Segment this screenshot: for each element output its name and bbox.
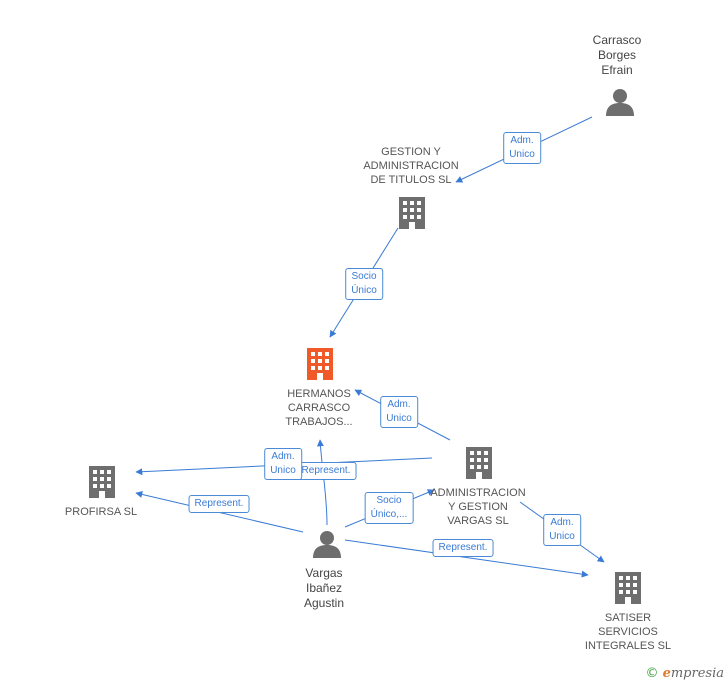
- node-label-hermanos[interactable]: HERMANOS CARRASCO TRABAJOS...: [285, 388, 353, 428]
- node-label-satiser[interactable]: SATISER SERVICIOS INTEGRALES SL: [584, 612, 672, 652]
- node-label-admin-vargas[interactable]: ADMINISTRACION Y GESTION VARGAS SL: [430, 487, 526, 527]
- edge-label-socio-unico: Socio Único: [345, 268, 383, 300]
- edge-label-represent: Represent.: [432, 539, 494, 557]
- copyright-icon: ©: [645, 666, 659, 681]
- building-icon[interactable]: [466, 447, 492, 479]
- edge-label-adm-unico: Adm. Unico: [503, 132, 541, 164]
- edge-label-socio-unico: Socio Único,...: [364, 492, 414, 524]
- building-icon[interactable]: [89, 466, 115, 498]
- brand-initial: e: [662, 666, 671, 681]
- person-icon[interactable]: [606, 89, 634, 116]
- edge-label-adm-unico: Adm. Unico: [543, 514, 581, 546]
- edge-vargas-to-hermanos: [316, 439, 328, 526]
- node-label-vargas[interactable]: Vargas Ibañez Agustin: [303, 566, 345, 610]
- edge-label-represent: Represent.: [188, 495, 250, 513]
- edge-label-represent: Represent.: [295, 462, 357, 480]
- edge-label-adm-unico: Adm. Unico: [264, 448, 302, 480]
- brand-name: mpresia: [670, 666, 724, 681]
- brand-logo[interactable]: © empresia: [645, 666, 724, 681]
- node-label-carrasco[interactable]: Carrasco Borges Efrain: [592, 33, 642, 77]
- edge-label-adm-unico: Adm. Unico: [380, 396, 418, 428]
- building-icon[interactable]: [615, 572, 641, 604]
- building-icon[interactable]: [399, 197, 425, 229]
- edge-vargas-to-satiser: [344, 539, 589, 578]
- building-icon[interactable]: [307, 348, 333, 380]
- node-label-profirsa[interactable]: PROFIRSA SL: [64, 506, 138, 518]
- person-icon[interactable]: [313, 531, 341, 558]
- node-label-gestion-titulos[interactable]: GESTION Y ADMINISTRACION DE TITULOS SL: [363, 146, 459, 186]
